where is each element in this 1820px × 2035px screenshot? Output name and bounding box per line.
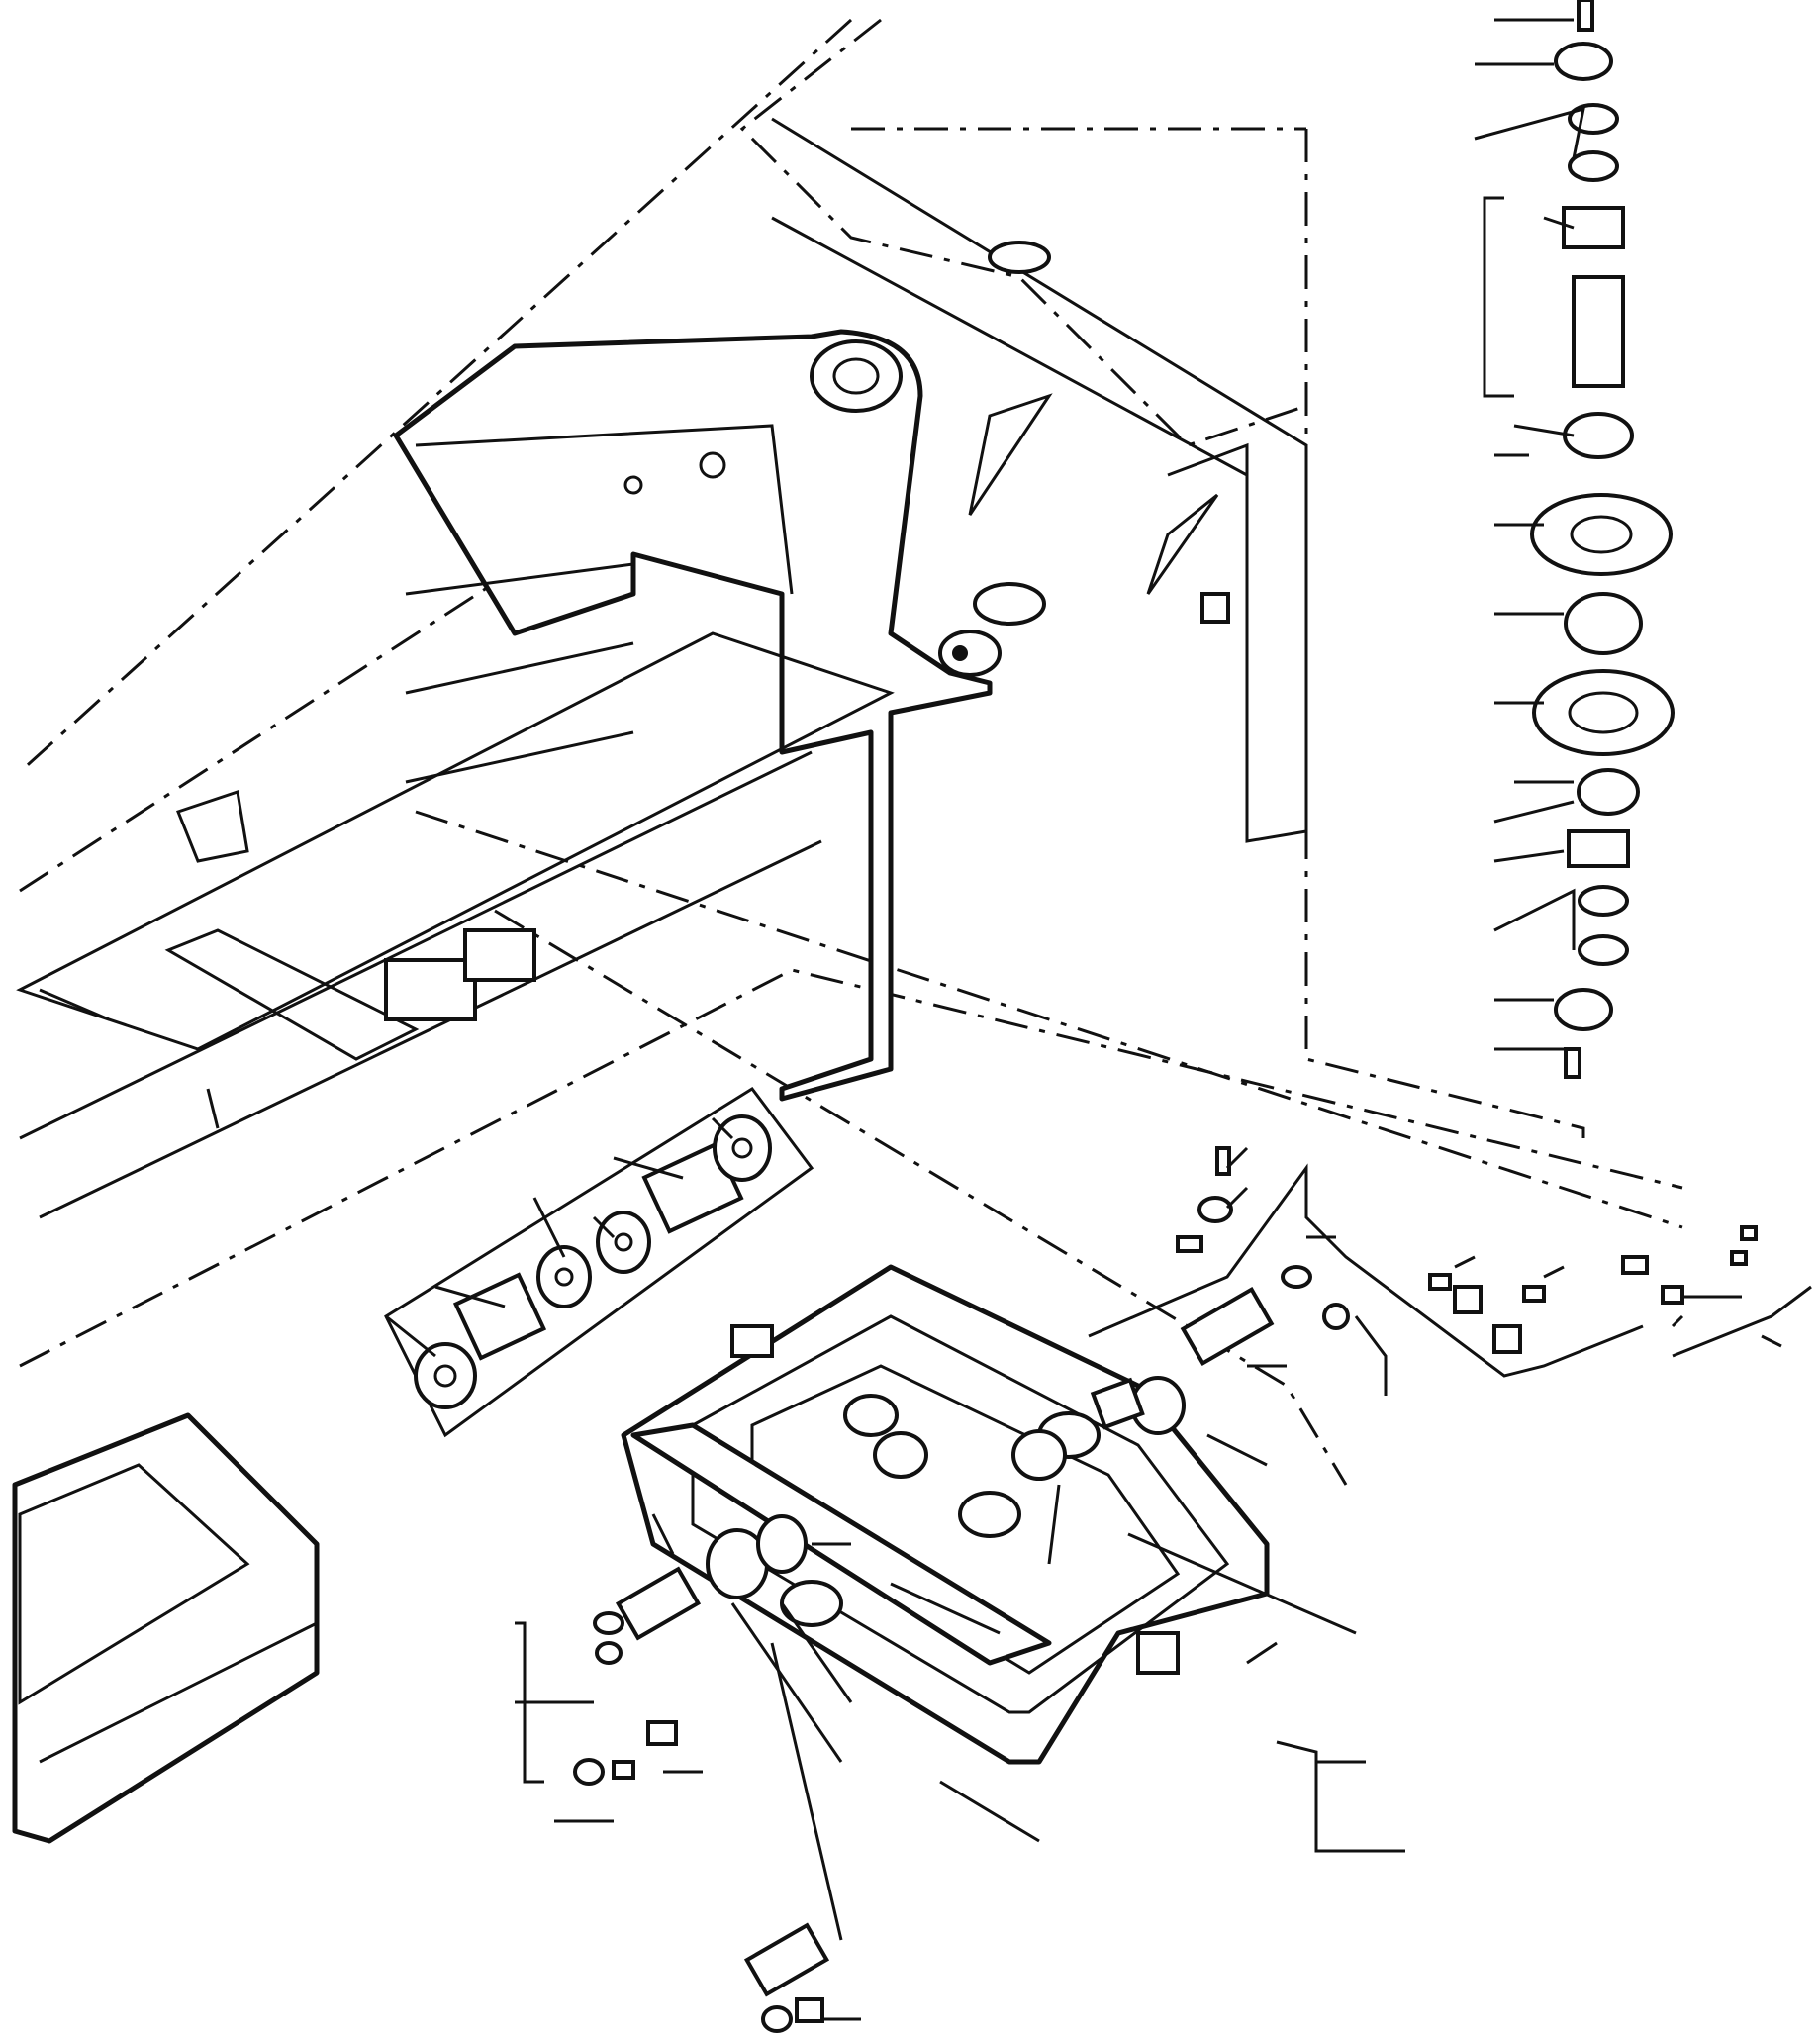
a-frame-arm	[393, 329, 1002, 1102]
pivot-pin-stack	[1474, 0, 1675, 1079]
side-panel	[12, 1412, 320, 1844]
center-pivot-mount	[621, 1264, 1270, 1765]
bushing-washer-set	[384, 1087, 814, 1438]
lower-pin-assembly	[515, 1394, 1405, 2033]
grease-line-assembly	[1088, 1146, 1812, 1435]
upper-frame-outline	[18, 18, 1683, 1486]
callout-leaders	[39, 988, 1357, 1665]
side-rail	[16, 631, 895, 1219]
rear-housing	[771, 117, 1308, 843]
